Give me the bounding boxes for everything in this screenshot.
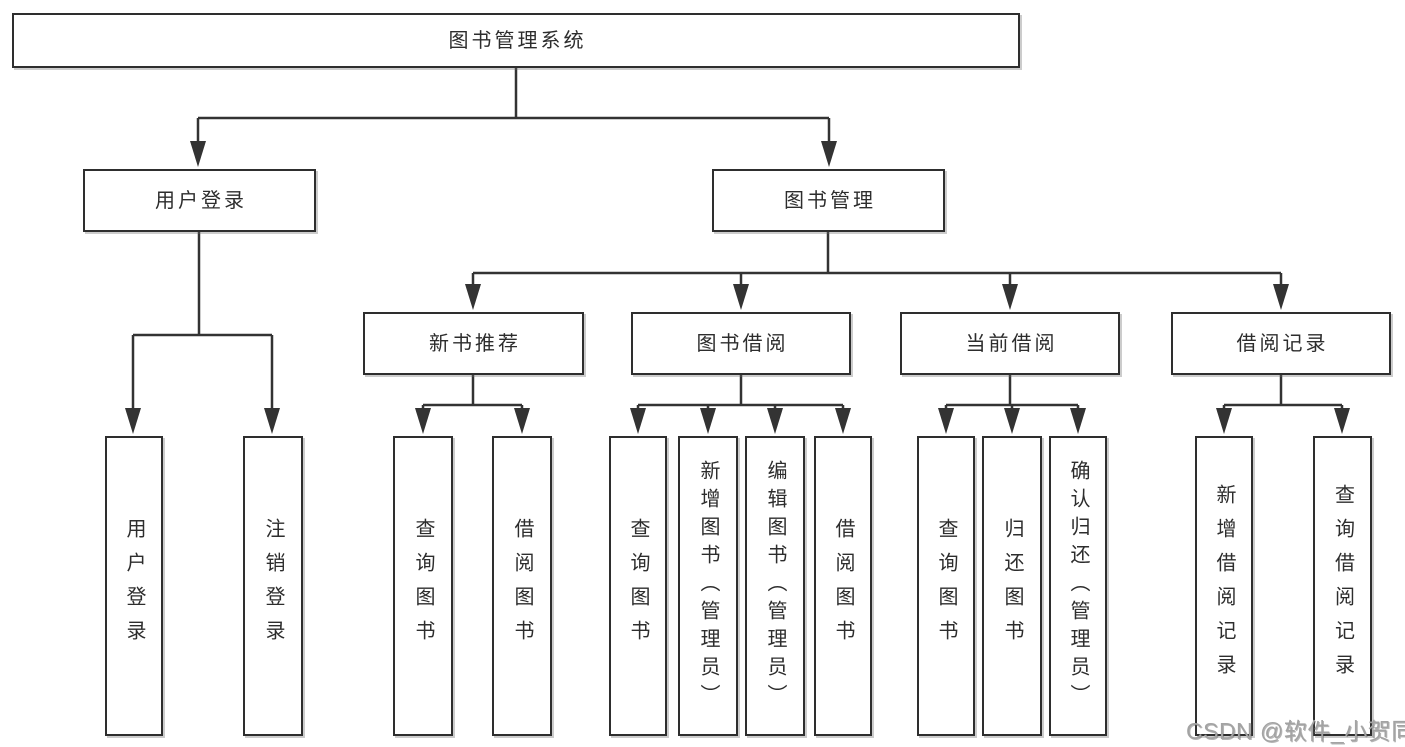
leaf-current-query-books: 查询图书	[917, 436, 975, 736]
connector-current-to-leaves	[944, 375, 1080, 412]
leaf-user-login: 用户登录	[105, 436, 163, 736]
leaf-edit-books-admin: 编辑图书（管理员）	[745, 436, 805, 736]
node-new-book-recommend: 新书推荐	[363, 312, 584, 375]
leaf-return-books: 归还图书	[982, 436, 1042, 736]
node-borrow-record: 借阅记录	[1171, 312, 1391, 375]
connector-userlogin-to-leaves	[131, 232, 274, 412]
connector-bookmgmt-to-level3	[471, 232, 1283, 288]
leaf-confirm-return-admin: 确认归还（管理员）	[1049, 436, 1107, 736]
leaf-borrow-borrow-books: 借阅图书	[814, 436, 872, 736]
leaf-newbook-query-books: 查询图书	[393, 436, 453, 736]
leaf-newbook-borrow-books: 借阅图书	[492, 436, 552, 736]
connector-root-to-level2	[196, 68, 831, 144]
node-book-management: 图书管理	[712, 169, 945, 232]
leaf-query-borrow-record: 查询借阅记录	[1313, 436, 1372, 736]
connector-record-to-leaves	[1222, 375, 1344, 412]
connector-borrow-to-leaves	[636, 375, 845, 412]
leaf-borrow-query-books: 查询图书	[609, 436, 667, 736]
node-current-borrow: 当前借阅	[900, 312, 1120, 375]
node-user-login: 用户登录	[83, 169, 316, 232]
leaf-add-books-admin: 新增图书（管理员）	[678, 436, 738, 736]
leaf-logout: 注销登录	[243, 436, 303, 736]
node-root-system: 图书管理系统	[12, 13, 1020, 68]
arrowheads	[125, 141, 1350, 434]
node-book-borrow: 图书借阅	[631, 312, 851, 375]
connector-newbook-to-leaves	[421, 375, 524, 412]
csdn-watermark: CSDN @软件_小贺同学	[1186, 718, 1405, 744]
leaf-add-borrow-record: 新增借阅记录	[1195, 436, 1253, 736]
